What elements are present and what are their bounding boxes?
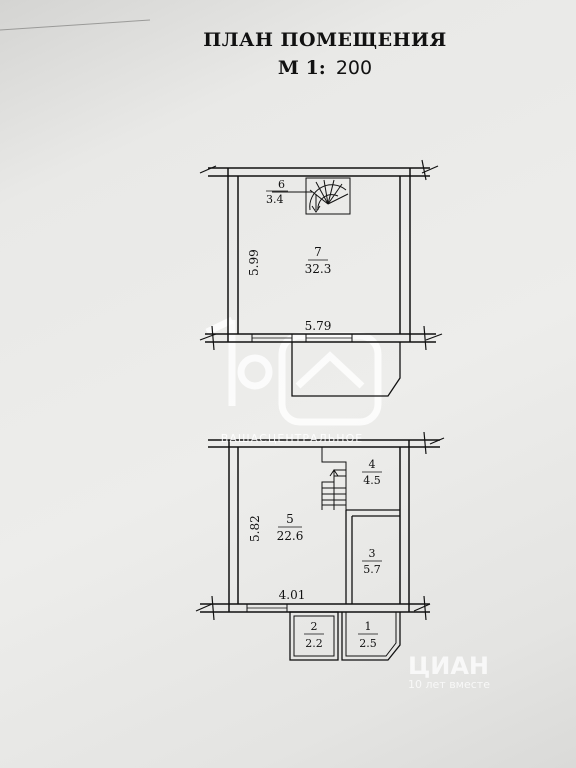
- room-3-number: 3: [369, 547, 376, 560]
- watermark-text: ВАШАСЦЕНТРАЛЬНОЕ: [220, 432, 364, 445]
- room-3-area: 5.7: [363, 563, 381, 576]
- tick: [429, 437, 445, 445]
- room-1-area: 2.5: [359, 637, 377, 650]
- tick: [423, 595, 427, 621]
- balcony-outline: [291, 342, 401, 397]
- watermark-logo-roof: [295, 351, 365, 389]
- watermark-logo-key: [237, 354, 273, 390]
- scale-label: М 1:: [277, 57, 326, 79]
- watermark-logo-frame: [278, 332, 382, 426]
- spiral-staircase-icon: [272, 177, 351, 215]
- upper-width-dimension: 5.79: [305, 319, 332, 333]
- tick: [211, 595, 215, 621]
- room-6-number: 6: [278, 178, 285, 191]
- room-7-area: 32.3: [305, 262, 332, 276]
- tick: [423, 431, 427, 455]
- plan-heading: ПЛАН ПОМЕЩЕНИЯ М 1: 200: [0, 29, 576, 79]
- room-4-area: 4.5: [363, 474, 381, 487]
- stair-step: [323, 179, 329, 205]
- corner-watermark-logo: ЦИАН: [408, 652, 490, 680]
- room-2-inner: [293, 615, 335, 657]
- stair-arrow-head: [311, 205, 321, 213]
- room-1-outline: [341, 612, 401, 661]
- lower-width-dimension: 4.01: [279, 588, 306, 602]
- room-7-number: 7: [314, 245, 322, 259]
- scale-value: 200: [335, 57, 373, 79]
- room-4-number: 4: [369, 458, 376, 471]
- lower-floor: [195, 431, 445, 661]
- plan-scale: М 1: 200: [0, 57, 576, 79]
- stair-outline: [321, 447, 347, 510]
- tick: [195, 603, 213, 612]
- stair-step: [327, 183, 343, 205]
- watermark-logo: [205, 316, 382, 426]
- room-1-number: 1: [365, 620, 372, 633]
- room-1-inner: [345, 612, 397, 657]
- room-6-area: 3.4: [266, 193, 284, 206]
- corner-watermark-subtitle: 10 лет вместе: [408, 678, 490, 691]
- room-2-outline: [289, 611, 339, 661]
- room-2-area: 2.2: [305, 637, 323, 650]
- stair-step: [315, 181, 329, 205]
- room-2-number: 2: [311, 620, 318, 633]
- stair-box: [305, 177, 351, 215]
- staircase-icon: [321, 447, 347, 510]
- room-5-area: 22.6: [277, 529, 304, 543]
- upper-height-dimension: 5.99: [247, 249, 261, 276]
- corner-watermark: ЦИАН 10 лет вместе: [408, 652, 568, 691]
- tick: [413, 603, 431, 612]
- plan-title: ПЛАН ПОМЕЩЕНИЯ: [203, 29, 447, 51]
- tick: [199, 165, 217, 174]
- paper-edge-line: [0, 19, 151, 31]
- lower-height-dimension: 5.82: [248, 515, 262, 542]
- stair-step: [309, 189, 329, 205]
- stair-step: [327, 179, 335, 205]
- stair-arrow-head: [329, 469, 339, 477]
- tick: [425, 333, 443, 341]
- tick: [423, 325, 427, 351]
- upper-floor: [199, 159, 443, 397]
- room-5-number: 5: [286, 512, 294, 526]
- stair-step: [327, 193, 349, 205]
- tick: [211, 325, 215, 351]
- tick: [421, 159, 427, 181]
